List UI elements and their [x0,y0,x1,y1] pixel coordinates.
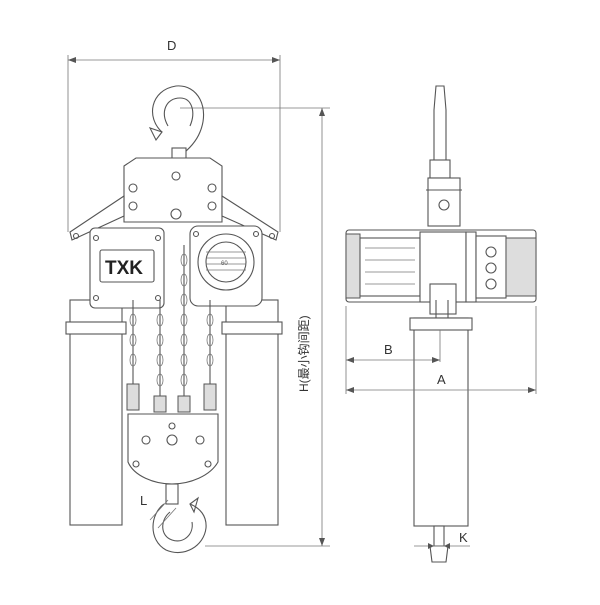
dimension-b: B [345,306,441,394]
dimension-h-label: H(最小钩间距) [297,315,311,392]
bottom-hook [152,483,207,554]
side-bottom-hook [429,525,449,563]
dimension-d: D [67,38,281,232]
load-chains [126,245,217,413]
dimension-h: H(最小钩间距) [180,107,330,547]
dimension-a: A [346,306,537,394]
side-top-hook [426,85,462,227]
motor-housing: 60 [189,225,263,307]
motor-badge: 60 [221,261,228,267]
support-legs [65,299,283,526]
side-view: B A K [345,85,537,563]
dimension-k: K [414,530,470,549]
top-hook [148,85,205,163]
side-leg [409,317,473,527]
side-chain-guide [429,283,457,320]
dimension-d-label: D [167,38,176,53]
dimension-l-label: L [140,493,147,508]
bottom-block [127,413,219,485]
gearbox-housing: TXK [89,227,165,309]
suspension-plate [69,157,279,241]
dimension-a-label: A [437,372,446,387]
dimension-l: L [140,493,177,529]
front-view: D H(最小钩间距) [65,38,330,554]
dimension-k-label: K [459,530,468,545]
brand-logo: TXK [105,258,143,279]
dimension-b-label: B [384,342,393,357]
